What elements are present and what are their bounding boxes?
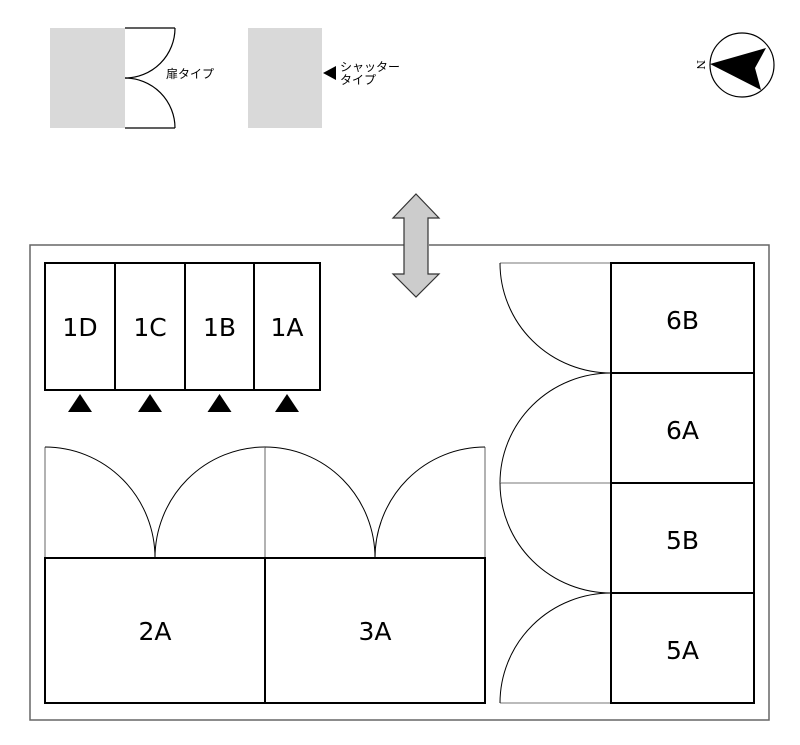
legend-shutter-type-label-line2: タイプ (340, 73, 376, 87)
unit-box[interactable] (610, 372, 755, 484)
site-boundary (29, 244, 770, 721)
unit-label: 1B (203, 313, 236, 342)
unit-5a[interactable]: 5A (499, 592, 755, 704)
compass-north-label: N (694, 60, 707, 70)
legend-shutter-type: シャッター タイプ (248, 28, 400, 128)
bottom-row: 2A 3A (44, 446, 486, 704)
door-swing-icon (124, 27, 176, 129)
unit-box[interactable] (44, 557, 266, 704)
unit-box[interactable] (610, 592, 755, 704)
unit-label: 1C (133, 313, 166, 342)
shutter-row: 1D 1C 1B 1A (44, 262, 321, 412)
unit-1d[interactable]: 1D (44, 262, 116, 412)
legend-shutter-unit-swatch (248, 28, 322, 128)
compass-north-arrow-icon (710, 48, 766, 90)
unit-1a[interactable]: 1A (253, 262, 321, 412)
shutter-triangle-icon (68, 394, 92, 412)
unit-6b[interactable]: 6B (499, 262, 755, 374)
shutter-triangle-icon (323, 66, 336, 80)
unit-box[interactable] (264, 557, 486, 704)
unit-label: 2A (138, 617, 171, 646)
legend-door-unit-swatch (50, 28, 125, 128)
unit-label: 1D (62, 313, 97, 342)
door-swing-icon (264, 446, 486, 559)
unit-box[interactable] (253, 262, 321, 391)
legend-shutter-type-label-line1: シャッター (340, 60, 400, 74)
unit-6a[interactable]: 6A (499, 372, 755, 484)
shutter-triangle-icon (207, 394, 232, 412)
unit-3a[interactable]: 3A (264, 446, 486, 704)
unit-box[interactable] (44, 262, 116, 391)
door-swing-icon (499, 592, 612, 704)
unit-5b[interactable]: 5B (499, 482, 755, 594)
right-column: 6B 6A 5B 5A (499, 262, 755, 704)
door-swing-icon (499, 482, 612, 594)
unit-label: 3A (358, 617, 391, 646)
unit-2a[interactable]: 2A (44, 446, 266, 704)
door-swing-icon (499, 372, 612, 484)
legend-door-type-label: 扉タイプ (166, 67, 214, 81)
unit-box[interactable] (610, 262, 755, 374)
unit-box[interactable] (610, 482, 755, 594)
shutter-triangle-icon (138, 394, 162, 412)
unit-label: 6B (666, 306, 699, 335)
shutter-triangle-icon (275, 394, 299, 412)
unit-label: 5B (666, 526, 699, 555)
compass: N (694, 32, 775, 98)
unit-label: 5A (666, 636, 699, 665)
door-swing-icon (499, 262, 612, 374)
door-swing-icon (44, 446, 266, 559)
unit-1c[interactable]: 1C (114, 262, 186, 412)
entrance-double-arrow-icon (391, 193, 441, 298)
legend-door-type: 扉タイプ (50, 27, 214, 129)
unit-1b[interactable]: 1B (184, 262, 255, 412)
unit-label: 1A (270, 313, 303, 342)
unit-label: 6A (666, 416, 699, 445)
